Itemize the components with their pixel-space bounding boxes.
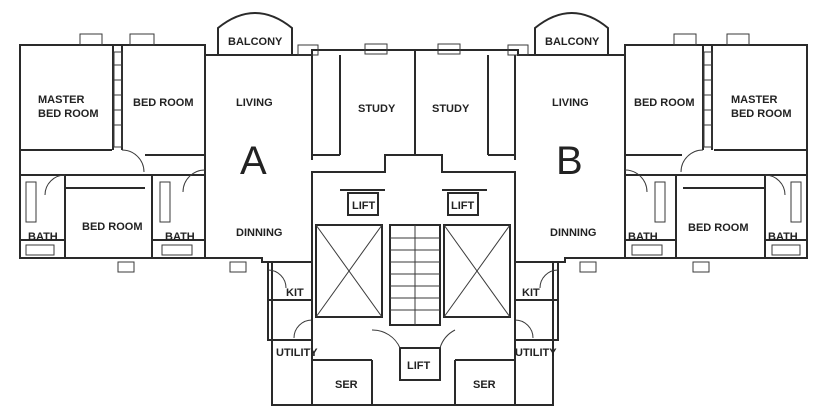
unit-b-bath-1-label: BATH xyxy=(628,231,658,243)
unit-a-master-label-1: MASTER xyxy=(38,94,85,106)
unit-b-dining-label: DINNING xyxy=(550,227,596,239)
core-outline xyxy=(311,154,516,406)
unit-a: BALCONY MASTER BED ROOM BED ROOM LIVING … xyxy=(19,12,416,406)
unit-a-bedroom-2-label: BED ROOM xyxy=(82,221,143,233)
unit-b-bedroom-2-label: BED ROOM xyxy=(688,222,749,234)
servant-b-label: SER xyxy=(473,379,496,391)
lift-shaft-right xyxy=(443,224,511,318)
core: LIFT LIFT LIFT SER SER xyxy=(311,154,516,406)
unit-b-letter: B xyxy=(556,139,583,183)
unit-a-living-label: LIVING xyxy=(236,97,273,109)
unit-a-utility-label: UTILITY xyxy=(276,347,318,359)
unit-b-master-label-1: MASTER xyxy=(731,94,778,106)
unit-b-utility-label: UTILITY xyxy=(515,347,557,359)
staircase xyxy=(389,224,441,326)
unit-b: BALCONY MASTER BED ROOM BED ROOM LIVING … xyxy=(414,12,808,406)
unit-a-bath-1-label: BATH xyxy=(28,231,58,243)
lift-lower xyxy=(399,347,441,381)
lift-1-label: LIFT xyxy=(352,200,375,212)
unit-b-study-label: STUDY xyxy=(432,103,470,115)
lift-shaft-left xyxy=(315,224,383,318)
unit-b-master-label-2: BED ROOM xyxy=(731,108,792,120)
lift-2-label: LIFT xyxy=(451,200,474,212)
unit-b-balcony-shape xyxy=(534,12,609,56)
unit-a-dining-label: DINNING xyxy=(236,227,282,239)
unit-a-letter: A xyxy=(240,139,267,183)
unit-a-bedroom-1-label: BED ROOM xyxy=(133,97,194,109)
unit-a-balcony-label: BALCONY xyxy=(228,36,283,48)
unit-b-kitchen-label: KIT xyxy=(522,287,540,299)
unit-a-study-label: STUDY xyxy=(358,103,396,115)
unit-a-balcony-shape xyxy=(217,12,293,56)
unit-b-balcony-label: BALCONY xyxy=(545,36,600,48)
unit-b-bedroom-1-label: BED ROOM xyxy=(634,97,695,109)
servant-a-label: SER xyxy=(335,379,358,391)
unit-b-bath-2-label: BATH xyxy=(768,231,798,243)
lift-3-label: LIFT xyxy=(407,360,430,372)
unit-a-bath-2-label: BATH xyxy=(165,231,195,243)
unit-b-living-label: LIVING xyxy=(552,97,589,109)
unit-a-kitchen-label: KIT xyxy=(286,287,304,299)
unit-a-master-label-2: BED ROOM xyxy=(38,108,99,120)
